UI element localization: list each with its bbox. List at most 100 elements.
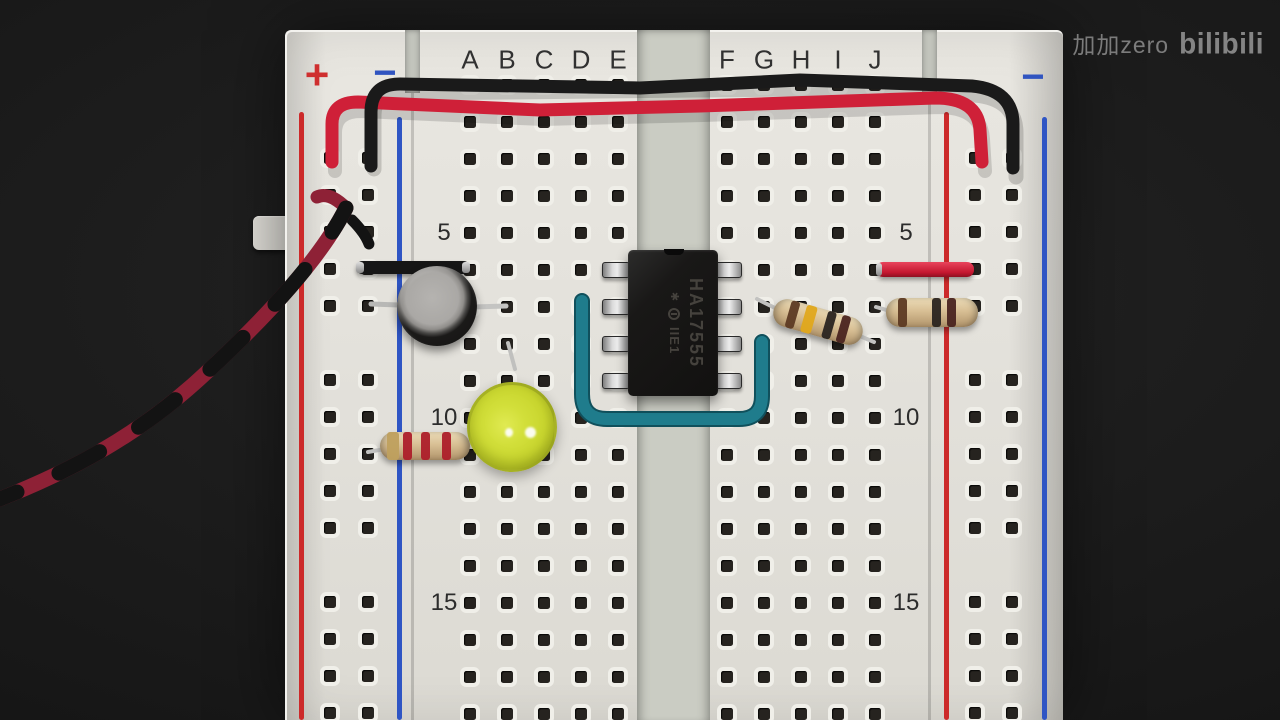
breadboard-hole <box>1006 670 1018 682</box>
breadboard-hole <box>1006 263 1018 275</box>
breadboard-hole <box>869 486 881 498</box>
breadboard-hole <box>612 190 624 202</box>
breadboard-hole <box>758 486 770 498</box>
breadboard-hole <box>538 301 550 313</box>
breadboard-hole <box>795 708 807 720</box>
breadboard-hole <box>721 634 733 646</box>
row-label-left: 5 <box>437 219 451 246</box>
resistor-band-gold <box>387 432 400 460</box>
breadboard-hole <box>324 152 336 164</box>
breadboard-hole <box>538 523 550 535</box>
ic-part-number: HA17555 <box>686 277 706 369</box>
breadboard-hole <box>832 449 844 461</box>
resistor-band-black <box>821 310 838 340</box>
breadboard-hole <box>969 226 981 238</box>
breadboard-hole <box>464 116 476 128</box>
breadboard-hole <box>538 153 550 165</box>
breadboard-hole <box>464 523 476 535</box>
breadboard-hole <box>969 596 981 608</box>
breadboard-hole <box>362 374 374 386</box>
breadboard-hole <box>575 597 587 609</box>
breadboard-hole <box>1006 226 1018 238</box>
column-label: H <box>791 44 811 75</box>
breadboard-hole <box>721 486 733 498</box>
breadboard-hole <box>869 301 881 313</box>
column-label: B <box>498 44 516 75</box>
breadboard-hole <box>869 338 881 350</box>
led-highlight <box>525 427 536 438</box>
breadboard-hole <box>538 190 550 202</box>
breadboard-hole <box>362 448 374 460</box>
breadboard-hole <box>869 79 881 91</box>
breadboard-hole <box>869 190 881 202</box>
breadboard-hole <box>721 227 733 239</box>
column-label: E <box>609 44 627 75</box>
breadboard-hole <box>795 412 807 424</box>
right-rail-minus-symbol: − <box>1021 55 1045 99</box>
breadboard-hole <box>869 523 881 535</box>
breadboard-hole <box>464 708 476 720</box>
breadboard-hole <box>721 116 733 128</box>
breadboard-hole <box>575 264 587 276</box>
breadboard-hole <box>501 79 513 91</box>
breadboard-hole <box>795 597 807 609</box>
breadboard-hole <box>795 634 807 646</box>
breadboard-hole <box>538 597 550 609</box>
breadboard-hole <box>721 671 733 683</box>
breadboard-hole <box>612 153 624 165</box>
breadboard-hole <box>464 560 476 572</box>
breadboard-hole <box>362 189 374 201</box>
breadboard-hole <box>538 671 550 683</box>
breadboard-hole <box>758 634 770 646</box>
breadboard-hole <box>362 300 374 312</box>
breadboard-hole <box>869 375 881 387</box>
board-top-slot-left <box>405 30 420 93</box>
breadboard-hole <box>721 153 733 165</box>
breadboard-hole <box>538 486 550 498</box>
breadboard-hole <box>721 190 733 202</box>
breadboard-hole <box>501 227 513 239</box>
breadboard-hole <box>575 153 587 165</box>
breadboard-hole <box>464 486 476 498</box>
breadboard-hole <box>538 79 550 91</box>
breadboard-hole <box>362 152 374 164</box>
resistor-band-red <box>421 432 431 460</box>
breadboard-hole <box>758 301 770 313</box>
breadboard-hole <box>795 375 807 387</box>
breadboard-hole <box>758 523 770 535</box>
breadboard-hole <box>501 597 513 609</box>
breadboard-hole <box>501 301 513 313</box>
breadboard-hole <box>869 671 881 683</box>
breadboard-hole <box>575 190 587 202</box>
breadboard-hole <box>795 560 807 572</box>
short-red-jumper <box>876 262 974 277</box>
breadboard-hole <box>832 708 844 720</box>
breadboard-hole <box>969 485 981 497</box>
ic-notch <box>664 249 684 255</box>
column-label: F <box>719 44 735 75</box>
breadboard-hole <box>832 79 844 91</box>
ic-manufacturer-logo-icon <box>668 308 681 321</box>
breadboard-hole <box>869 153 881 165</box>
breadboard-hole <box>501 153 513 165</box>
breadboard-hole <box>612 486 624 498</box>
breadboard-hole <box>612 708 624 720</box>
ic-pin <box>714 336 742 352</box>
breadboard-hole <box>501 338 513 350</box>
breadboard-hole <box>575 116 587 128</box>
breadboard-hole <box>612 227 624 239</box>
breadboard-hole <box>969 707 981 719</box>
breadboard-hole <box>721 449 733 461</box>
breadboard-hole <box>324 300 336 312</box>
breadboard-hole <box>501 560 513 572</box>
breadboard-hole <box>832 671 844 683</box>
breadboard-hole <box>575 523 587 535</box>
breadboard-hole <box>1006 596 1018 608</box>
breadboard-hole <box>832 523 844 535</box>
ic-timer-chip <box>628 249 718 396</box>
breadboard-hole <box>832 634 844 646</box>
breadboard-hole <box>795 116 807 128</box>
breadboard-hole <box>575 671 587 683</box>
breadboard-hole <box>538 264 550 276</box>
bilibili-logo: bilibili <box>1179 27 1264 60</box>
